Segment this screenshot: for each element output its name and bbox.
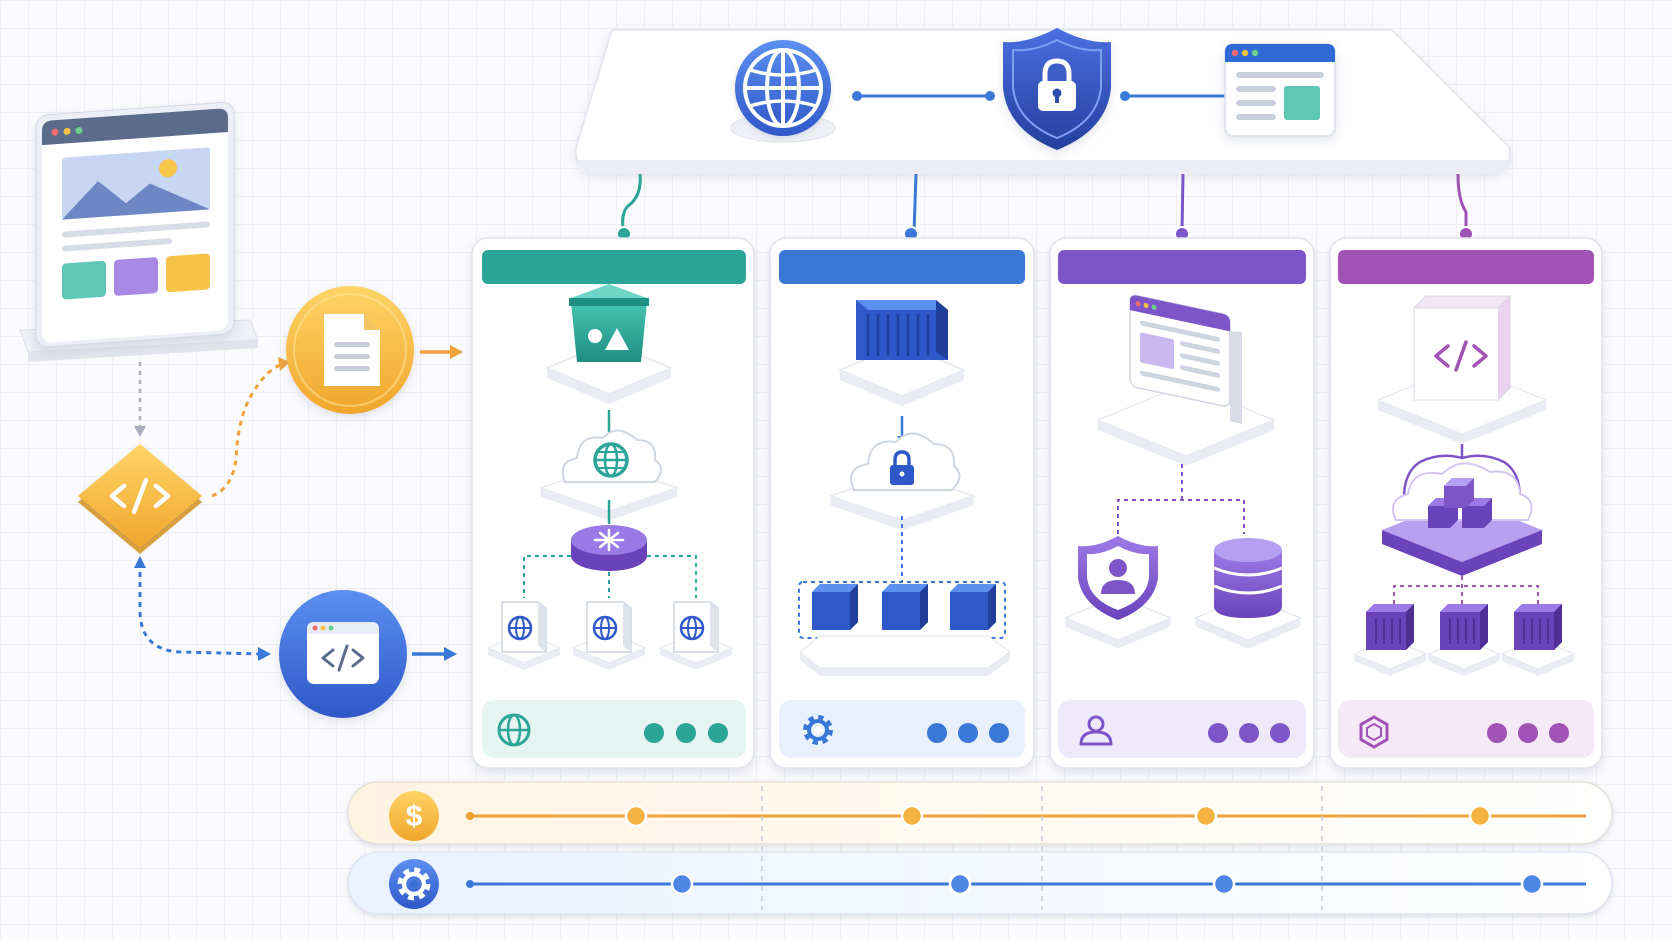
user-shield-icon [1064, 536, 1172, 650]
shield-lock-icon [1003, 28, 1111, 150]
database-icon [1194, 538, 1302, 650]
hexagon-icon [1359, 715, 1389, 749]
column-footer-teal [482, 700, 746, 758]
cube-icon [812, 584, 858, 630]
track-marker [1520, 872, 1544, 896]
server-globe-icon [572, 601, 646, 671]
code-window-icon [279, 590, 407, 718]
column-magenta [1329, 237, 1603, 769]
column-footer-magenta [1338, 700, 1594, 758]
status-dot [1487, 723, 1507, 743]
column-header-purple [1058, 250, 1306, 284]
gear-icon [389, 859, 439, 909]
column-header-blue [779, 250, 1025, 284]
status-dot [958, 723, 978, 743]
dollar-symbol: $ [406, 800, 423, 833]
status-dot [1270, 723, 1290, 743]
node-icon [1501, 604, 1575, 677]
platform-base [799, 635, 1011, 676]
router-icon [571, 525, 647, 571]
browser-window-icon [1224, 43, 1336, 137]
status-dot [708, 723, 728, 743]
track-marker [1212, 872, 1236, 896]
cube-icon [882, 584, 928, 630]
cloud-cluster-icon [1382, 462, 1542, 576]
status-dot [927, 723, 947, 743]
track-marker [948, 872, 972, 896]
status-dot [1239, 723, 1259, 743]
user-icon [1079, 715, 1113, 746]
browser-mockup-icon [19, 101, 259, 362]
track-marker [1468, 804, 1492, 828]
drop-connector-blue [912, 173, 918, 233]
container-icon [839, 300, 965, 407]
node-icon [1427, 604, 1501, 677]
code-box-icon [1376, 295, 1548, 444]
column-header-magenta [1338, 250, 1594, 284]
column-blue [769, 237, 1035, 769]
ops-track [347, 851, 1613, 915]
globe-icon [730, 40, 836, 143]
drop-connector-magenta [1456, 173, 1468, 232]
dollar-icon: $ [389, 791, 439, 841]
code-diamond-icon [78, 444, 202, 554]
status-dot [676, 723, 696, 743]
column-footer-blue [779, 700, 1025, 758]
track-marker [670, 872, 694, 896]
drop-connector-teal [621, 173, 642, 235]
track-marker [1194, 804, 1218, 828]
top-gateway-bar [575, 28, 1511, 242]
status-dot [644, 723, 664, 743]
cube-icon [950, 584, 996, 630]
track-dividers [761, 786, 1323, 910]
status-dot [1518, 723, 1538, 743]
status-dot [1549, 723, 1569, 743]
track-marker [900, 804, 924, 828]
globe-icon [497, 713, 531, 747]
status-dot [1208, 723, 1228, 743]
server-globe-icon [487, 601, 561, 671]
document-icon [286, 286, 414, 414]
column-teal [471, 237, 755, 769]
column-purple [1049, 237, 1315, 769]
cube-icon [1428, 478, 1492, 528]
storage-bucket-icon [546, 284, 672, 405]
column-header-teal [482, 250, 746, 284]
node-icon [1353, 604, 1427, 677]
web-app-icon [1096, 294, 1276, 466]
server-globe-icon [659, 601, 733, 671]
dashed-connector-orange [211, 362, 283, 498]
drop-connector-purple [1180, 173, 1185, 233]
left-flow [19, 101, 463, 718]
column-footer-purple [1058, 700, 1306, 758]
cost-track: $ [347, 781, 1613, 845]
dashed-connector-blue [138, 562, 263, 656]
status-dot [989, 723, 1009, 743]
cloud-lock-icon [829, 432, 975, 532]
cloud-globe-icon [539, 429, 679, 522]
track-marker [624, 804, 648, 828]
